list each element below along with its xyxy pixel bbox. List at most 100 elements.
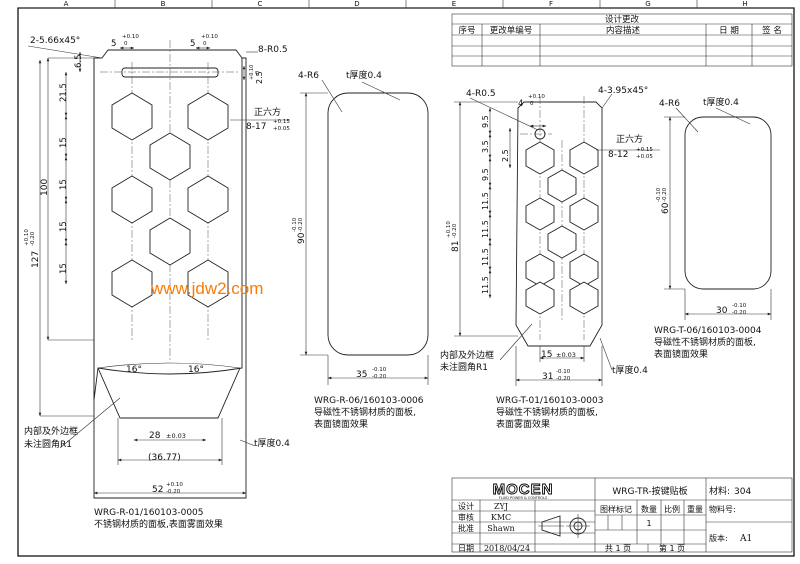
approver-value: Shawn: [487, 524, 514, 533]
r01-hex: [149, 217, 191, 266]
qty-value: 1: [646, 519, 651, 528]
t01-hex: [569, 253, 599, 287]
t06-dim-30-tol-top: -0.10: [732, 303, 747, 309]
t06-dim-60-tol-top: -0.10: [656, 187, 662, 202]
scale-label: 比例: [664, 504, 680, 514]
grid-col-h: H: [742, 0, 747, 8]
t01-dim-81-tol-top: +0.10: [446, 221, 452, 238]
grid-column-markers: A B C D E F G H: [64, 0, 748, 8]
r01-caption-2: 不锈钢材质的面板,表面雾面效果: [94, 518, 223, 530]
grid-col-a: A: [64, 0, 69, 8]
r01-dim-52-tol-bot: -0.20: [166, 489, 181, 495]
t01-chamfer: 4-3.95x45°: [598, 86, 648, 96]
t01-hole: [534, 128, 546, 140]
r01-note-1: 内部及外边框: [24, 425, 78, 437]
r01-dim-28-tol: ±0.03: [166, 432, 186, 440]
r06-corner: 4-R6: [298, 71, 319, 81]
r01-dim-15-d: 15: [59, 263, 69, 274]
r01-angle-right: 16°: [188, 365, 204, 375]
t01-hex: [525, 197, 555, 231]
revision-header-date: 日 期: [719, 26, 739, 36]
t01-slot-w: 4: [518, 99, 523, 109]
t01-dim-15-tol: ±0.03: [556, 351, 576, 359]
r01-hex: [111, 259, 153, 308]
grid-col-c: C: [258, 0, 263, 8]
check-label: 审核: [458, 512, 474, 522]
sample-mark-label: 图样标记: [600, 504, 632, 514]
t06-body: [684, 116, 772, 290]
r06-dim-90-tol-bot: -0.20: [298, 217, 304, 232]
t01-hex: [569, 281, 599, 315]
t01-hex: [525, 141, 555, 175]
company-logo-sub: FLUID POWER & CONTROLS: [499, 496, 548, 500]
version-value: A1: [739, 534, 752, 544]
r01-dim-52-tol-top: +0.10: [166, 482, 183, 488]
r01-dim-127-tol-top: +0.10: [24, 229, 30, 246]
r01-dim-2-5-tol-bot: 0: [255, 71, 261, 74]
revision-table: 设计更改 序号 更改单编号 内容描述 日 期 签 名: [451, 13, 793, 67]
t01-caption-1: WRG-T-01/160103-0003: [496, 396, 603, 406]
r01-hex: [187, 92, 229, 141]
r01-hex: [111, 175, 153, 224]
r01-dim-21-5: 21.5: [59, 83, 69, 102]
r01-hex-size: 8-17: [246, 122, 266, 132]
r01-hex-tol-bot: +0.05: [273, 126, 290, 132]
revision-header-sign: 签 名: [762, 25, 782, 36]
watermark-text: www.jdw2.com: [150, 279, 263, 298]
r01-dim-6-5: 6.5: [74, 54, 84, 68]
r01-outline: [93, 57, 247, 499]
r06-dim-35: 35: [356, 370, 367, 380]
t01-thickness: t厚度0.4: [612, 364, 648, 376]
page-number: 第 1 页: [659, 543, 685, 553]
r01-hex-label: 正六方: [254, 106, 281, 118]
date-value: 2018/04/24: [484, 544, 530, 553]
t01-hex: [569, 197, 599, 231]
t01-hex: [547, 225, 577, 259]
drawing-name: WRG-TR-按键贴板: [612, 485, 687, 497]
r01-dim-slot-tol-bot-left: 0: [124, 41, 128, 47]
projection-symbol-icon: [538, 514, 590, 538]
t01-slot-r: 4-R0.5: [466, 89, 496, 99]
r06-dim-35-tol-top: -0.10: [372, 367, 387, 373]
title-block: MOCEN FLUID POWER & CONTROLS WRG-TR-按键贴板…: [451, 477, 793, 553]
t01-hex-size: 8-12: [608, 150, 628, 160]
t01-dim-11-5-b: 11.5: [481, 220, 490, 238]
r01-dim-15-c: 15: [59, 221, 69, 232]
t01-dim-9-5-a: 9.5: [481, 115, 490, 128]
t06-corner: 4-R6: [659, 99, 680, 109]
r06-dim-90-tol-top: -0.10: [292, 217, 298, 232]
t01-dim-15: 15: [541, 350, 552, 360]
t01-dim-3-5: 3.5: [481, 140, 490, 153]
t01-hex: [525, 253, 555, 287]
r01-arc: [97, 362, 241, 369]
revision-title: 设计更改: [605, 14, 640, 25]
r06-dim-35-tol-bot: -0.20: [372, 374, 387, 380]
part-t01: 4-R0.5 4 +0.10 0 4-3.95x45° 正六方 8-12 +0.…: [440, 86, 660, 430]
r01-body-upper: [93, 49, 243, 401]
qty-label: 数量: [641, 504, 657, 514]
part-number-label: 物料号:: [709, 504, 736, 514]
t06-dim-30: 30: [716, 306, 728, 316]
r01-thickness: t厚度0.4: [254, 437, 290, 449]
t01-dim-11-5-c: 11.5: [481, 248, 490, 266]
t01-hex: [525, 281, 555, 315]
design-label: 设计: [458, 501, 474, 511]
t01-dim-81-tol-bot: -0.20: [452, 223, 458, 238]
part-t06: 4-R6 t厚度0.4 60 -0.10 -0.20 30 -0.10 -0.2…: [654, 96, 772, 360]
r01-dim-2-5: 2.5: [255, 71, 264, 84]
total-pages: 共 1 页: [605, 544, 631, 553]
part-r06: 4-R6 t厚度0.4 90 -0.10 -0.20 35 -0.10 -0.2…: [292, 69, 429, 430]
t01-dim-31-tol-bot: -0.20: [556, 376, 571, 382]
r01-dim-slot-w-left: 5: [111, 39, 116, 49]
grid-col-e: E: [452, 0, 456, 8]
r01-dim-28: 28: [149, 431, 161, 441]
r01-dim-2-5-tol-top: +0.10: [249, 65, 255, 80]
part-r01: 2-5.66x45° 5 +0.10 0 5 +0.10 0 8-R0.5 6.…: [24, 34, 290, 530]
r01-caption-1: WRG-R-01/160103-0005: [94, 508, 204, 518]
r01-hex: [187, 175, 229, 224]
t06-caption-3: 表面镜面效果: [654, 348, 708, 360]
grid-col-g: G: [645, 0, 650, 8]
r06-dim-90: 90: [297, 232, 307, 244]
weight-label: 重量: [687, 504, 703, 514]
